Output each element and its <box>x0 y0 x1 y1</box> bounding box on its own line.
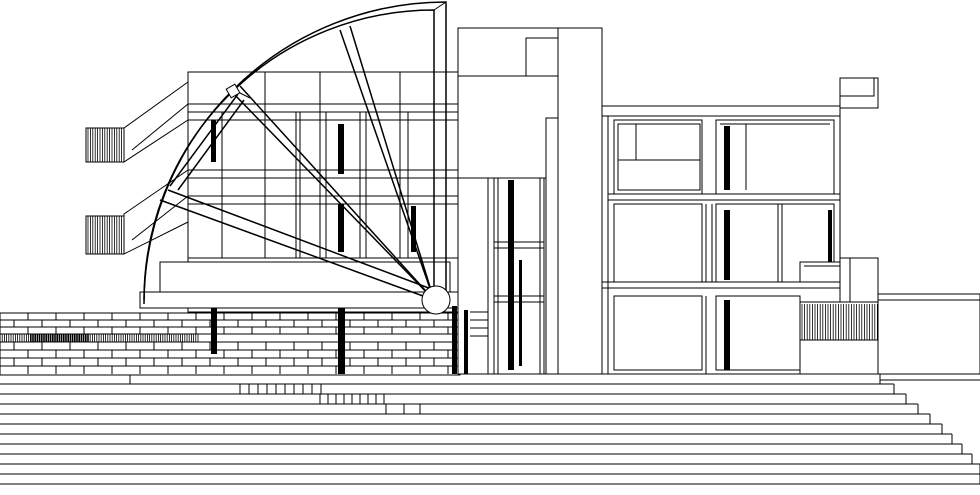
right-wing-windows <box>601 77 879 375</box>
quarter-circle-truss <box>143 1 451 315</box>
right-balcony <box>799 257 980 375</box>
right-terrace <box>880 373 980 381</box>
ground-retaining-wall <box>0 312 461 376</box>
left-vent-grilles <box>85 127 125 255</box>
terrace-steps <box>0 373 980 485</box>
support-columns <box>211 306 457 374</box>
stair-core <box>464 177 545 375</box>
left-cantilever-wing <box>123 71 461 313</box>
